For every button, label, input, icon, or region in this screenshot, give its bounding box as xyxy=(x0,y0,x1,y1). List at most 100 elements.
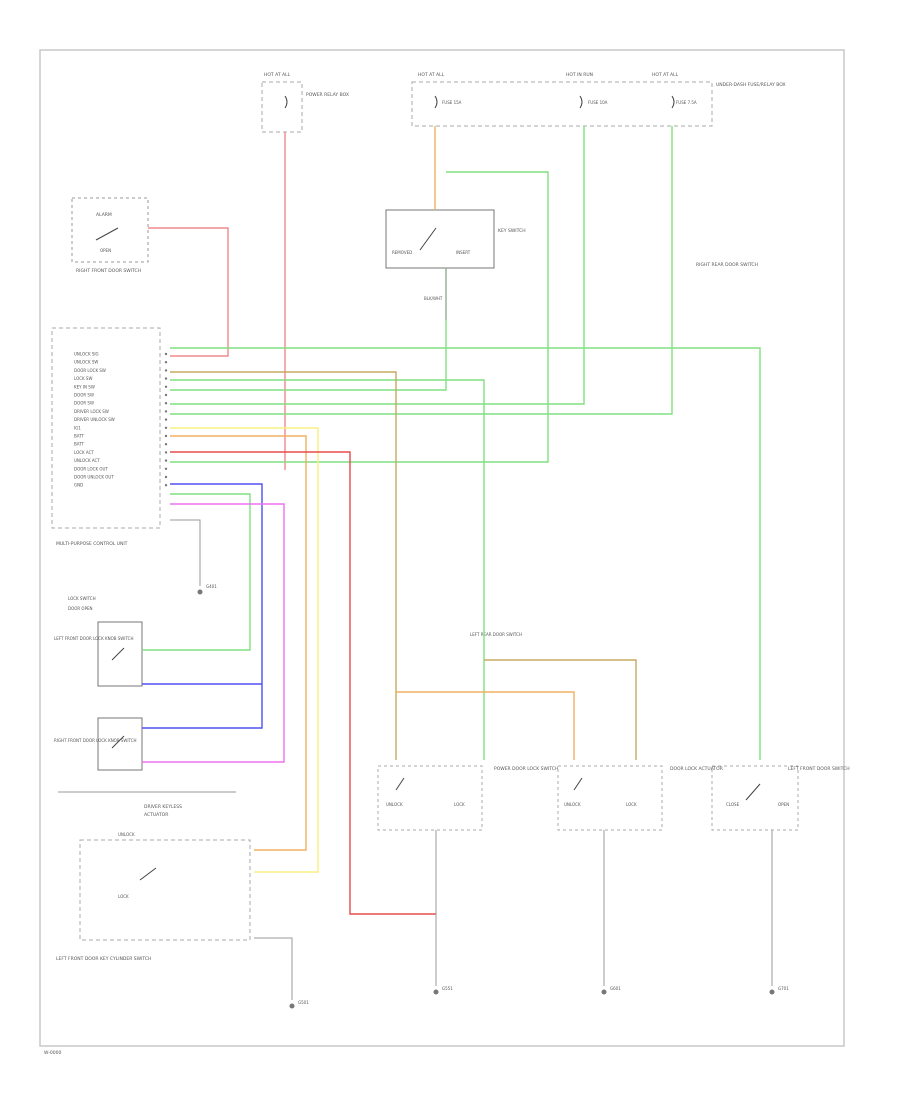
power-door-lock-switch-a: UNLOCK LOCK POWER DOOR LOCK SWITCH xyxy=(377,765,558,831)
pin-terminal xyxy=(164,484,168,487)
pin-terminal xyxy=(164,443,168,446)
svg-text:LEFT FRONT DOOR LOCK KNOB SWIT: LEFT FRONT DOOR LOCK KNOB SWITCH xyxy=(54,636,133,641)
pin-terminal xyxy=(164,377,168,380)
svg-text:HOT IN RUN: HOT IN RUN xyxy=(566,72,593,78)
wire-yellow xyxy=(170,427,319,873)
switch-blade-icon xyxy=(745,783,761,801)
wire-orange-b xyxy=(396,691,575,760)
fuse-icon xyxy=(284,95,288,109)
svg-text:RIGHT REAR DOOR SWITCH: RIGHT REAR DOOR SWITCH xyxy=(696,262,758,268)
pin-terminal xyxy=(164,369,168,372)
svg-text:MULTI-PURPOSE CONTROL UNIT: MULTI-PURPOSE CONTROL UNIT xyxy=(56,541,128,547)
switch-blade-icon xyxy=(95,227,119,241)
wire-green-e xyxy=(170,347,761,760)
unit-pin-label: UNLOCK SW xyxy=(74,360,98,365)
pin-terminal xyxy=(164,402,168,405)
svg-text:OPEN: OPEN xyxy=(100,248,111,253)
unit-pin-label: BATT xyxy=(74,434,85,439)
pin-terminal xyxy=(164,426,168,429)
svg-text:LOCK SWITCH: LOCK SWITCH xyxy=(68,596,96,601)
svg-text:DOOR LOCK ACTUATOR: DOOR LOCK ACTUATOR xyxy=(670,766,723,772)
wire-green-f xyxy=(170,379,485,760)
wire-tan-b xyxy=(484,659,637,760)
svg-text:DRIVER KEYLESS: DRIVER KEYLESS xyxy=(144,804,182,810)
svg-text:UNLOCK: UNLOCK xyxy=(564,802,581,807)
svg-text:HOT AT ALL: HOT AT ALL xyxy=(418,72,445,78)
svg-text:G601: G601 xyxy=(610,986,621,991)
unit-pin-label: KEY IN SW xyxy=(74,384,95,389)
wire-harness xyxy=(142,126,761,915)
wire-green-b xyxy=(170,126,585,405)
power-relay-box: HOT AT ALL POWER RELAY BOX xyxy=(261,72,349,133)
unit-pin-label: BATT xyxy=(74,442,85,447)
unit-pin-label: UNLOCK ACT xyxy=(74,458,100,463)
svg-text:RIGHT FRONT DOOR LOCK KNOB SWI: RIGHT FRONT DOOR LOCK KNOB SWITCH xyxy=(54,738,137,743)
switch-blade-icon xyxy=(111,735,125,749)
wire-red xyxy=(170,451,436,915)
pin-terminal xyxy=(164,393,168,397)
svg-text:G401: G401 xyxy=(206,584,217,589)
svg-text:POWER RELAY BOX: POWER RELAY BOX xyxy=(306,92,349,98)
svg-text:REMOVED: REMOVED xyxy=(392,250,412,255)
wire-blue xyxy=(142,483,263,729)
unit-pin-label: DRIVER UNLOCK SW xyxy=(74,417,115,422)
wire-orange-c xyxy=(170,435,307,851)
fuse-icon xyxy=(671,95,675,109)
switch-blade-icon xyxy=(395,777,405,791)
unit-pin-label: LOCK SW xyxy=(74,376,92,381)
svg-text:HOT AT ALL: HOT AT ALL xyxy=(264,72,291,78)
pin-terminal xyxy=(164,451,168,454)
svg-text:LEFT FRONT DOOR KEY CYLINDER S: LEFT FRONT DOOR KEY CYLINDER SWITCH xyxy=(56,956,151,962)
fuse-icon xyxy=(579,95,583,109)
wire-tan xyxy=(170,371,397,760)
svg-text:RIGHT FRONT DOOR SWITCH: RIGHT FRONT DOOR SWITCH xyxy=(76,268,141,274)
unit-pin-label: GND xyxy=(74,483,83,488)
ground-icon xyxy=(197,589,203,595)
svg-text:FUSE 15A: FUSE 15A xyxy=(442,100,462,105)
pin-terminal xyxy=(164,361,168,364)
unit-pin-label: IG1 xyxy=(74,425,81,430)
pin-terminal xyxy=(164,434,168,438)
unit-pin-label: DOOR LOCK OUT xyxy=(74,466,108,471)
power-door-lock-switch-b: UNLOCK LOCK DOOR LOCK ACTUATOR xyxy=(557,765,723,831)
svg-text:INSERT: INSERT xyxy=(456,250,471,255)
svg-text:CLOSE: CLOSE xyxy=(726,802,740,807)
svg-text:POWER DOOR LOCK SWITCH: POWER DOOR LOCK SWITCH xyxy=(494,766,558,772)
wire-green-a xyxy=(170,171,549,463)
svg-text:UNLOCK: UNLOCK xyxy=(386,802,403,807)
left-front-lock-knob: LOCK SWITCH LEFT FRONT DOOR LOCK KNOB SW… xyxy=(54,596,143,687)
svg-text:FUSE 7.5A: FUSE 7.5A xyxy=(676,100,697,105)
unit-pin-label: DOOR UNLOCK OUT xyxy=(74,475,114,480)
key-cylinder-switch: DRIVER KEYLESS ACTUATOR UNLOCK LOCK LEFT… xyxy=(56,804,251,962)
svg-text:W-0000: W-0000 xyxy=(44,1050,61,1056)
svg-text:LOCK: LOCK xyxy=(626,802,637,807)
pin-terminal xyxy=(164,467,168,470)
pin-terminal xyxy=(164,475,168,479)
diagram-frame xyxy=(39,49,845,1047)
ground-symbols xyxy=(197,589,775,1009)
ground-wires xyxy=(170,268,773,1000)
fuse-relay-box: HOT AT ALL HOT IN RUN HOT AT ALL UNDER-D… xyxy=(411,72,786,127)
svg-text:BLK/WHT: BLK/WHT xyxy=(424,296,443,301)
fuse-icon xyxy=(434,95,438,109)
pin-terminal xyxy=(164,418,168,421)
switch-blade-icon xyxy=(111,647,125,661)
ground-icon xyxy=(289,1003,295,1009)
key-switch: KEY SWITCH REMOVED INSERT BLK/WHT xyxy=(385,209,526,301)
svg-text:UNLOCK: UNLOCK xyxy=(118,832,135,837)
svg-text:LOCK: LOCK xyxy=(118,894,129,899)
unit-pin-label: LOCK ACT xyxy=(74,450,94,455)
wire-green-g xyxy=(142,493,251,651)
svg-text:DOOR OPEN: DOOR OPEN xyxy=(68,606,93,611)
right-front-lock-knob: RIGHT FRONT DOOR LOCK KNOB SWITCH xyxy=(54,717,143,771)
unit-pin-label: DOOR SW xyxy=(74,401,94,406)
svg-text:G701: G701 xyxy=(778,986,789,991)
svg-text:LOCK: LOCK xyxy=(454,802,465,807)
switch-blade-icon xyxy=(573,777,583,791)
pin-terminal xyxy=(164,410,168,413)
svg-text:FUSE 10A: FUSE 10A xyxy=(588,100,608,105)
switch-blade-icon xyxy=(139,867,157,881)
pin-terminal xyxy=(164,459,168,462)
